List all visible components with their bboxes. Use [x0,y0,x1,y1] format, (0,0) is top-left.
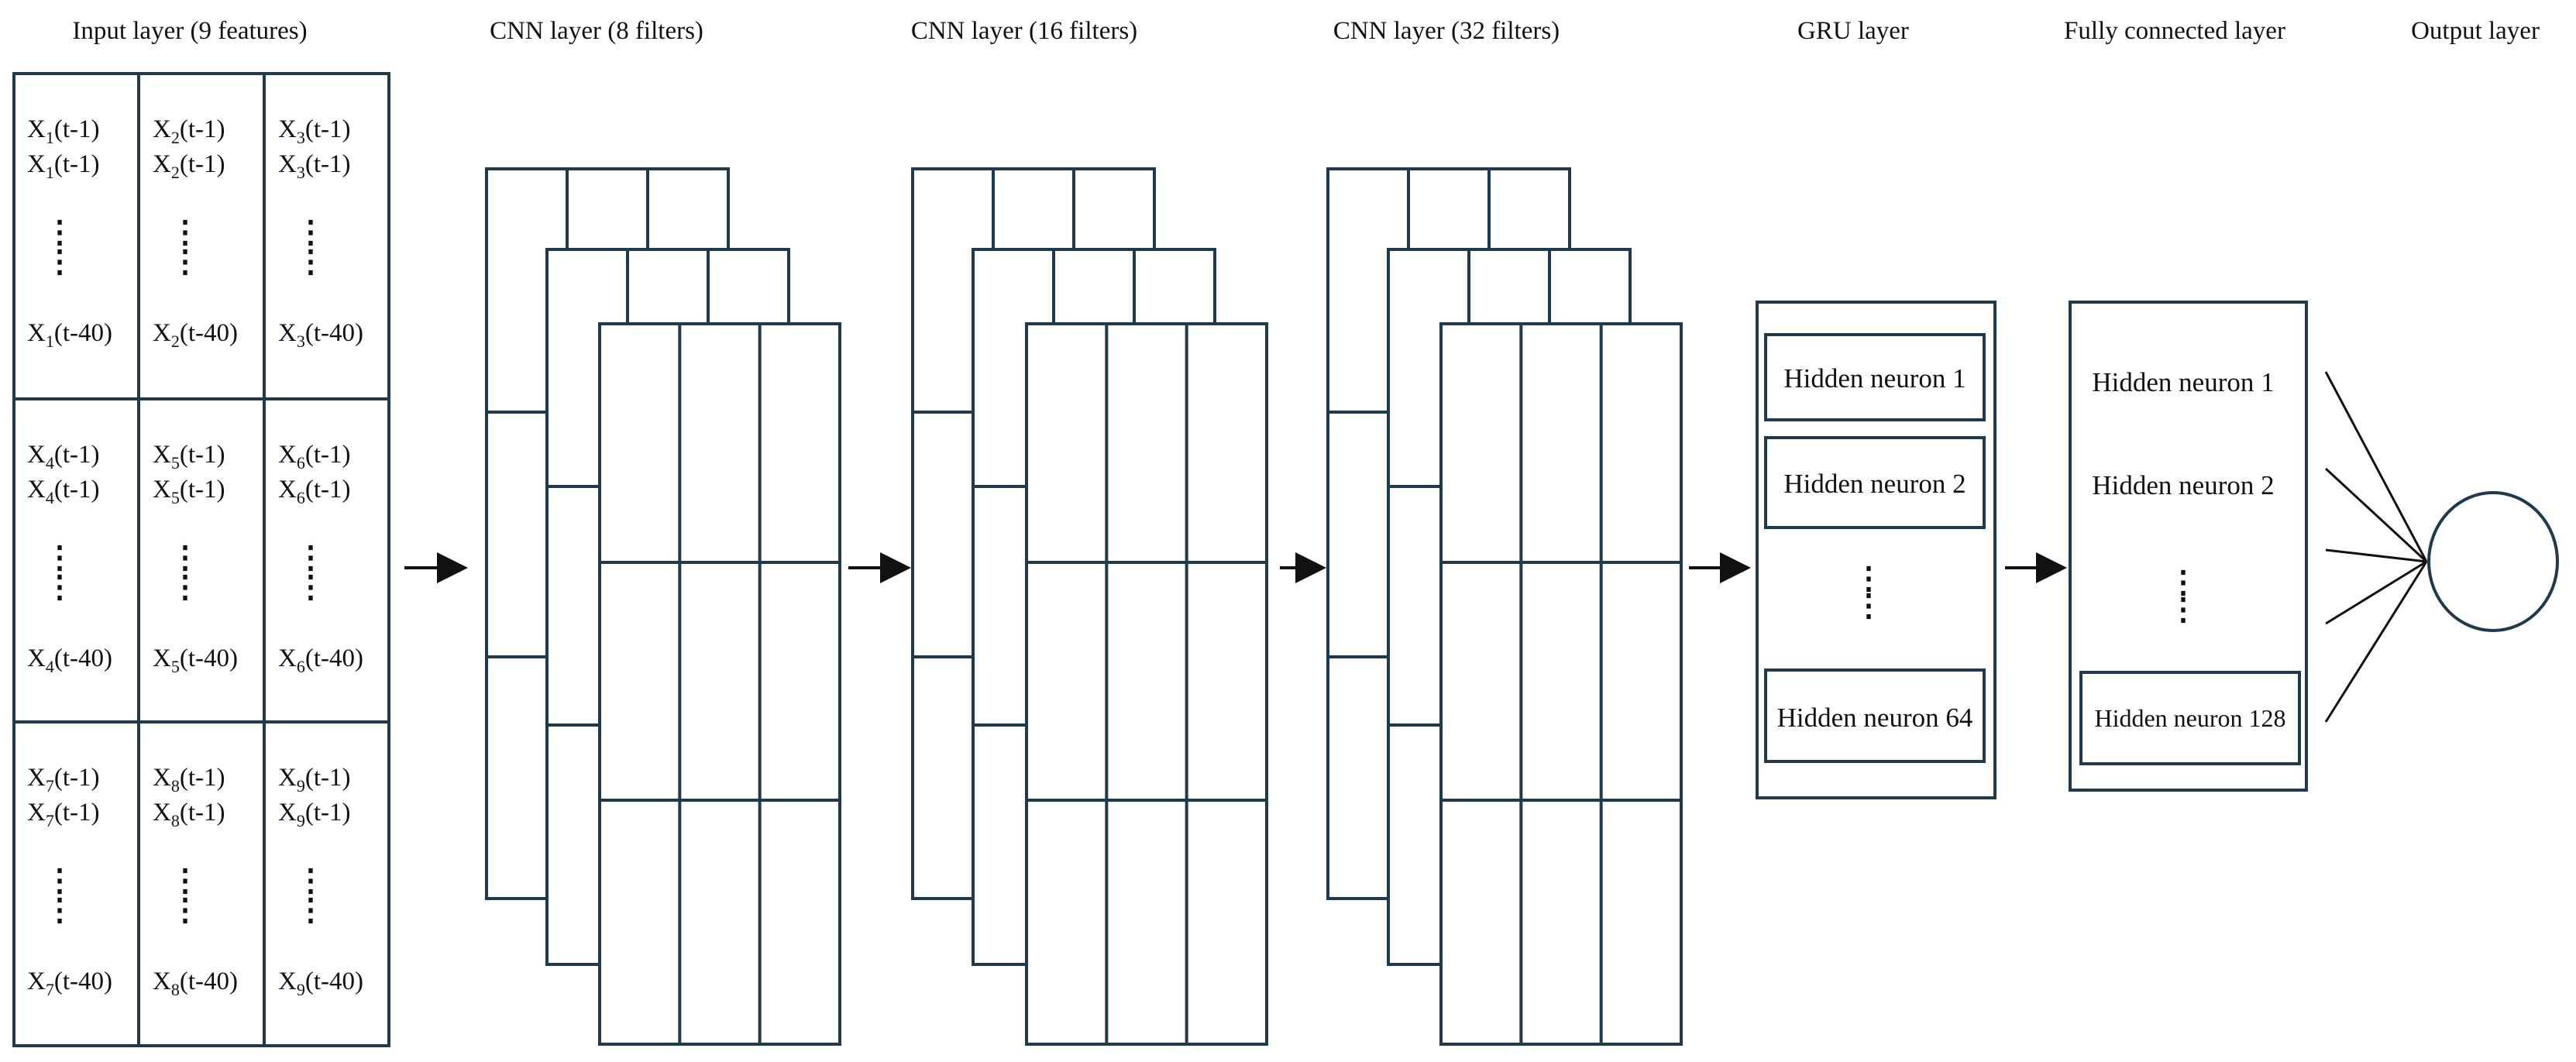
cnn-layer-2 [911,167,1268,1046]
output-layer-title: Output layer [2411,17,2540,45]
gru-neuron-64-box [1764,668,1986,763]
gru-neuron-2-label: Hidden neuron 2 [1783,469,1966,499]
input-cell-ellipsis: ⋮ [295,540,326,575]
input-cell-ellipsis: ⋮ [44,215,75,249]
input-cell-lag-first: X8(t-1) [153,764,225,796]
fc-ellipsis: ⋮ [2168,592,2199,627]
input-cell-ellipsis: ⋮ [170,892,201,927]
input-cell-lag-last: X2(t-40) [153,319,238,351]
feature-map-front [1439,322,1683,1046]
fc-neuron-128-label: Hidden neuron 128 [2094,704,2285,732]
input-cell-lag-last: X6(t-40) [278,644,363,676]
feature-map-front [1025,322,1268,1046]
input-cell-ellipsis: ⋮ [170,540,201,575]
input-cell-lag-first: X4(t-1) [27,441,99,473]
input-cell-ellipsis: ⋮ [170,569,201,604]
input-cell-lag-first: X7(t-1) [27,764,99,796]
input-cell-lag-first: X2(t-1) [153,115,225,147]
input-cell-ellipsis: ⋮ [170,244,201,279]
input-cell-ellipsis: ⋮ [170,863,201,898]
feature-map-outline [1025,322,1268,1046]
input-feature-cell: X3(t-1)X3(t-1) ⋮⋮ X3(t-40) [278,115,363,351]
input-cell-lag-first: X9(t-1) [278,764,350,796]
input-cell-lag-last: X1(t-40) [27,319,112,351]
input-cell-lag-second: X5(t-1) [153,476,225,507]
fc-neuron-1-label: Hidden neuron 1 [2092,367,2274,397]
cnn-layer-3-title: CNN layer (32 filters) [1333,17,1560,45]
input-cell-lag-last: X7(t-40) [27,967,112,999]
gru-neuron-64-label: Hidden neuron 64 [1777,703,1973,733]
input-cell-lag-second: X8(t-1) [153,799,225,830]
cnn-layer-2-title: CNN layer (16 filters) [911,17,1137,45]
gru-ellipsis: ⋮ [1853,561,1884,596]
input-feature-cell: X2(t-1)X2(t-1) ⋮⋮ X2(t-40) [153,115,238,351]
input-cell-lag-second: X2(t-1) [153,150,225,182]
fc-to-output-connection [2324,467,2428,563]
fc-layer-box [2069,301,2308,792]
input-cell-lag-first: X6(t-1) [278,441,350,473]
gru-neuron-1-label: Hidden neuron 1 [1783,363,1966,394]
input-cell-ellipsis: ⋮ [44,569,75,604]
input-cell-ellipsis: ⋮ [170,215,201,249]
input-cell-ellipsis: ⋮ [44,863,75,898]
input-feature-cell: X1(t-1)X1(t-1) ⋮⋮ X1(t-40) [27,115,112,351]
fc-layer-title: Fully connected layer [2064,17,2285,45]
input-cell-ellipsis: ⋮ [295,892,326,927]
input-feature-cell: X7(t-1)X7(t-1) ⋮⋮ X7(t-40) [27,764,112,999]
gru-layer: Hidden neuron 1 Hidden neuron 2 ⋮ ⋮ Hidd… [1756,301,1996,799]
fc-to-output-connection [2324,371,2428,562]
feature-map-front [598,322,841,1046]
fc-to-output-connection [2325,548,2427,563]
fc-neuron-128-box [2079,671,2301,765]
input-feature-cell: X4(t-1)X4(t-1) ⋮⋮ X4(t-40) [27,441,112,676]
fc-neuron-2-label: Hidden neuron 2 [2092,470,2274,500]
gru-neuron-1-box [1764,333,1986,421]
gru-neuron-2-box [1764,436,1986,529]
cnn-layer-1 [485,167,841,1046]
input-feature-cell: X6(t-1)X6(t-1) ⋮⋮ X6(t-40) [278,441,363,676]
output-node [2427,491,2559,632]
input-cell-lag-second: X4(t-1) [27,476,99,507]
input-cell-lag-last: X5(t-40) [153,644,238,676]
input-feature-cell: X9(t-1)X9(t-1) ⋮⋮ X9(t-40) [278,764,363,999]
input-cell-ellipsis: ⋮ [44,540,75,575]
input-cell-lag-second: X3(t-1) [278,150,350,182]
input-feature-cell: X5(t-1)X5(t-1) ⋮⋮ X5(t-40) [153,441,238,676]
input-cell-lag-first: X1(t-1) [27,115,99,147]
feature-map-outline [598,322,841,1046]
input-cell-lag-second: X7(t-1) [27,799,99,830]
gru-ellipsis: ⋮ [1853,588,1884,623]
cnn-layer-1-title: CNN layer (8 filters) [490,17,703,45]
input-cell-lag-second: X9(t-1) [278,799,350,830]
fc-to-output-connection [2325,560,2427,625]
input-cell-lag-second: X1(t-1) [27,150,99,182]
input-cell-ellipsis: ⋮ [295,569,326,604]
input-cell-lag-first: X3(t-1) [278,115,350,147]
input-cell-lag-last: X3(t-40) [278,319,363,351]
input-cell-lag-first: X5(t-1) [153,441,225,473]
input-feature-cell: X8(t-1)X8(t-1) ⋮⋮ X8(t-40) [153,764,238,999]
input-cell-ellipsis: ⋮ [295,215,326,249]
input-cell-lag-second: X6(t-1) [278,476,350,507]
input-layer-title: Input layer (9 features) [72,17,307,45]
input-cell-lag-last: X8(t-40) [153,967,238,999]
fc-layer: Hidden neuron 1 Hidden neuron 2 ⋮ ⋮ Hidd… [2069,301,2308,792]
input-feature-grid [12,72,390,1047]
input-cell-lag-last: X9(t-40) [278,967,363,999]
feature-map-outline [1439,322,1683,1046]
input-cell-ellipsis: ⋮ [295,244,326,279]
input-grid-border [12,72,390,1047]
input-cell-ellipsis: ⋮ [44,244,75,279]
fc-to-output-connection [2324,561,2428,723]
cnn-layer-3 [1326,167,1683,1046]
fc-ellipsis: ⋮ [2168,565,2199,600]
input-cell-lag-last: X4(t-40) [27,644,112,676]
gru-layer-title: GRU layer [1797,17,1909,45]
input-cell-ellipsis: ⋮ [44,892,75,927]
input-cell-ellipsis: ⋮ [295,863,326,898]
gru-layer-box [1756,301,1996,799]
